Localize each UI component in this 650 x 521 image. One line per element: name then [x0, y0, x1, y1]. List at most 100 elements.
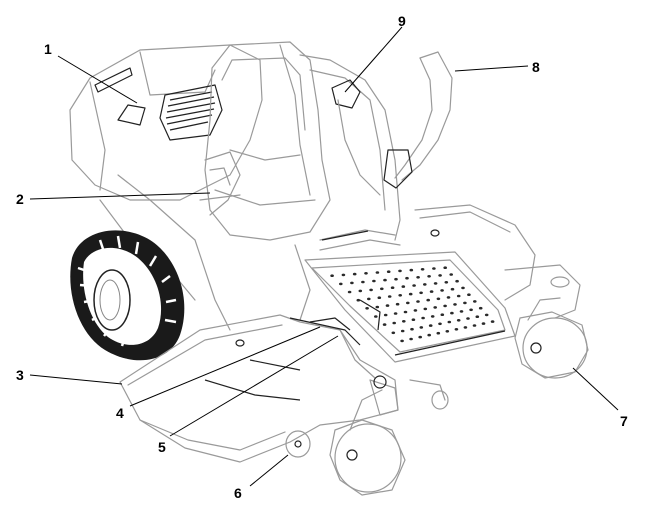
- perforation-hole: [413, 309, 418, 312]
- perforation-hole: [423, 283, 427, 286]
- perforation-hole: [490, 320, 495, 323]
- perforation-hole: [409, 268, 414, 272]
- perforation-hole: [400, 329, 405, 333]
- perforation-hole: [369, 288, 373, 292]
- perforation-hole: [453, 303, 457, 306]
- perforation-hole: [436, 297, 441, 301]
- leader-8: [454, 65, 529, 72]
- perforation-hole: [440, 313, 445, 317]
- perforation-hole: [427, 275, 431, 278]
- perforation-hole: [395, 302, 400, 306]
- callout-4: 4: [116, 405, 124, 421]
- engine-block: [159, 84, 223, 141]
- callout-2: 2: [16, 191, 24, 207]
- perforation-hole: [364, 272, 368, 275]
- perforation-hole: [401, 285, 406, 288]
- perforation-hole: [449, 273, 454, 276]
- perforation-hole: [411, 318, 416, 322]
- perforation-hole: [374, 315, 378, 318]
- motion-control-lever: [383, 51, 453, 189]
- perforation-hole: [391, 331, 396, 335]
- deck-lift-linkage: [289, 299, 446, 401]
- perforation-hole: [450, 287, 455, 291]
- perforation-hole: [419, 291, 423, 295]
- perforation-hole: [383, 313, 388, 317]
- perforation-hole: [443, 304, 447, 308]
- rear-drive-tire: [70, 230, 185, 361]
- perforation-hole: [481, 322, 486, 325]
- foot-platform: [304, 251, 516, 363]
- leader-4: [129, 326, 321, 407]
- perforation-hole: [383, 278, 387, 282]
- perforation-hole: [356, 298, 361, 302]
- perforation-hole: [398, 294, 403, 297]
- perforation-hole: [427, 333, 432, 337]
- perforation-hole: [459, 310, 464, 313]
- perforation-hole: [423, 307, 428, 311]
- perforation-hole: [443, 266, 448, 270]
- perforation-hole: [438, 322, 442, 326]
- callout-7: 7: [620, 413, 628, 429]
- perforation-hole: [380, 287, 384, 291]
- perforation-hole: [446, 296, 451, 299]
- perforation-hole: [403, 310, 408, 314]
- leader-1: [57, 55, 138, 104]
- perforation-hole: [365, 307, 369, 310]
- callout-3: 3: [16, 367, 24, 383]
- perforation-hole: [385, 304, 390, 307]
- perforation-hole: [475, 315, 480, 319]
- perforation-hole: [375, 305, 380, 309]
- perforation-hole: [484, 313, 489, 317]
- engine-hood: [69, 44, 263, 201]
- perforation-hole: [432, 267, 436, 270]
- leader-3: [29, 374, 123, 385]
- leader-7: [572, 367, 619, 411]
- perforation-hole: [444, 281, 449, 284]
- perforation-hole: [352, 272, 357, 276]
- perforation-hole: [367, 297, 371, 301]
- perforation-hole: [421, 316, 425, 320]
- perforation-hole: [429, 290, 434, 293]
- perforation-hole: [456, 294, 461, 298]
- operator-seat: [204, 41, 331, 241]
- perforation-hole: [409, 337, 413, 341]
- perforation-hole: [330, 274, 334, 278]
- perforation-hole: [402, 320, 406, 323]
- perforation-hole: [433, 306, 438, 309]
- perforation-hole: [347, 290, 352, 294]
- leader-6: [249, 454, 289, 487]
- perforation-hole: [394, 277, 398, 281]
- perforation-hole: [420, 268, 425, 271]
- callout-labels: 1 2 3 4 5 6 7 8 9: [16, 13, 628, 501]
- perforation-hole: [469, 308, 473, 312]
- perforation-hole: [412, 284, 416, 287]
- perforation-hole: [419, 326, 424, 329]
- perforation-hole: [478, 306, 483, 310]
- perforation-hole: [405, 276, 409, 280]
- callout-8: 8: [532, 59, 540, 75]
- perforation-hole: [438, 274, 442, 277]
- perforation-hole: [472, 324, 477, 327]
- perforation-hole: [430, 315, 435, 318]
- perforation-hole: [393, 312, 398, 315]
- perforation-hole: [400, 339, 404, 343]
- perforation-hole: [372, 279, 376, 283]
- frame: [99, 54, 401, 331]
- perforation-hole: [386, 270, 391, 274]
- perforation-hole: [445, 330, 450, 333]
- callout-9: 9: [398, 13, 406, 29]
- perforation-hole: [428, 324, 433, 327]
- callout-1: 1: [44, 41, 52, 57]
- perforation-hole: [375, 271, 380, 274]
- callout-6: 6: [234, 485, 242, 501]
- perforation-hole: [398, 269, 402, 273]
- left-front-caster: [329, 379, 406, 496]
- perforation-hole: [361, 280, 365, 284]
- parking-brake: [331, 79, 381, 196]
- perforation-hole: [382, 323, 387, 326]
- perforation-hole: [408, 292, 413, 296]
- foot-platform-perforations: [330, 266, 495, 343]
- deck-anti-scalp-wheel: [285, 390, 449, 458]
- perforation-hole: [416, 300, 420, 303]
- perforation-hole: [454, 328, 459, 331]
